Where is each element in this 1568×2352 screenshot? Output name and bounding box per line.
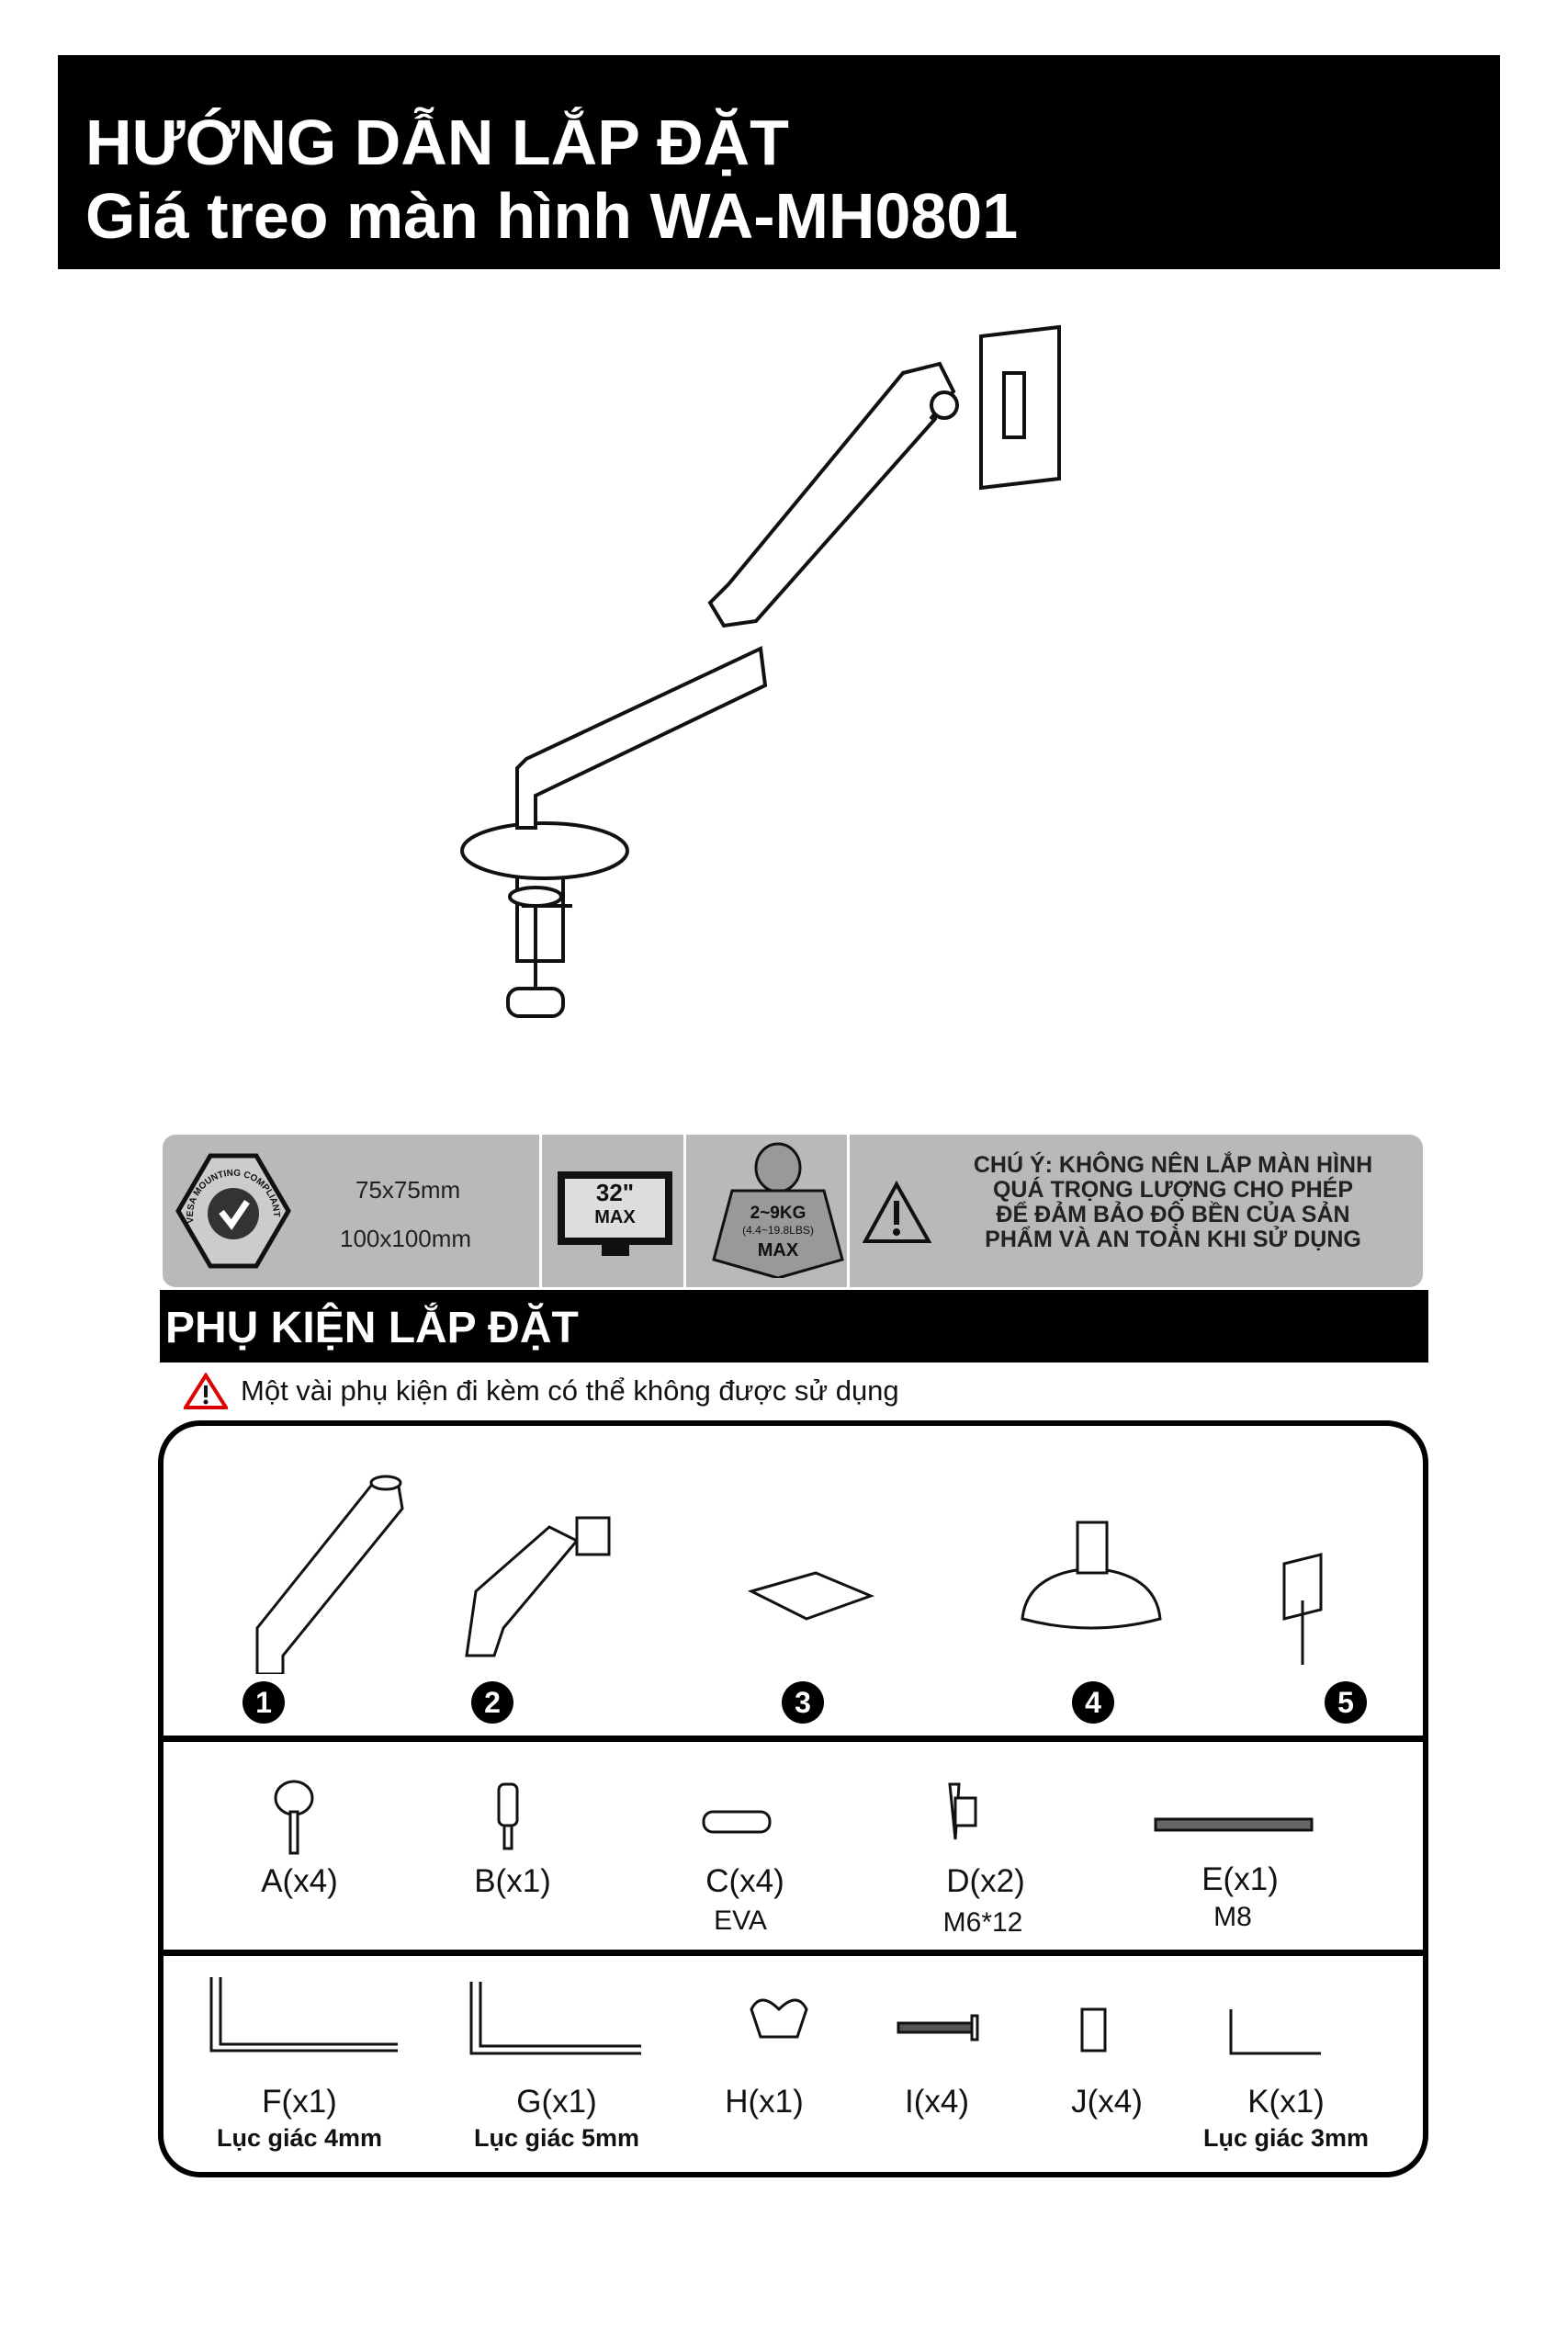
title-line-2: Giá treo màn hình WA-MH0801 <box>85 180 1019 252</box>
vesa-logo-icon: VESA MOUNTING COMPLIANT <box>175 1153 291 1269</box>
part-g-sub: Lục giác 5mm <box>473 2124 640 2152</box>
part-d-label: D(x2) <box>946 1863 1025 1899</box>
weight-lbs: (4.4~19.8LBS) <box>742 1224 814 1237</box>
divider <box>164 1950 1423 1956</box>
part-j-label: J(x4) <box>1071 2084 1143 2120</box>
part-k-label: K(x1) <box>1247 2084 1325 2120</box>
part-i-label: I(x4) <box>905 2084 969 2120</box>
part-e-sub: M8 <box>1213 1902 1252 1932</box>
part-2-gas-arm <box>465 1525 580 1657</box>
vesa-size-100: 100x100mm <box>340 1225 472 1252</box>
part-3-vesa-plate <box>747 1571 875 1621</box>
screen-size-icon: 32" MAX <box>558 1171 672 1245</box>
weight-max: MAX <box>757 1240 799 1261</box>
section-title: PHỤ KIỆN LẮP ĐẶT <box>165 1304 579 1352</box>
part-d-sub: M6*12 <box>942 1907 1023 1938</box>
weight-icon <box>712 1142 844 1278</box>
part-a-label: A(x4) <box>261 1863 338 1899</box>
part-e-label: E(x1) <box>1201 1861 1279 1897</box>
divider <box>164 1736 1423 1742</box>
part-number-1: 1 <box>243 1681 285 1724</box>
part-k-sub: Lục giác 3mm <box>1202 2124 1370 2152</box>
overload-warning: CHÚ Ý: KHÔNG NÊN LẮP MÀN HÌNH QUÁ TRỌNG … <box>973 1152 1373 1252</box>
note-text: Một vài phụ kiện đi kèm có thể không đượ… <box>241 1374 899 1407</box>
part-number-2: 2 <box>471 1681 513 1724</box>
title-banner: HƯỚNG DẪN LẮP ĐẶT Giá treo màn hình WA-M… <box>58 55 1500 269</box>
part-g-label: G(x1) <box>516 2084 597 2120</box>
spec-bar: VESA MOUNTING COMPLIANT 75x75mm 100x100m… <box>163 1135 1423 1287</box>
warning-triangle-icon <box>863 1181 931 1243</box>
part-c-label: C(x4) <box>705 1863 784 1899</box>
part-c-sub: EVA <box>714 1905 767 1936</box>
screen-max: MAX <box>594 1207 636 1227</box>
vesa-size-75: 75x75mm <box>355 1176 461 1204</box>
screen-size: 32" <box>595 1179 635 1206</box>
part-number-3: 3 <box>782 1681 824 1724</box>
accessory-note: Một vài phụ kiện đi kèm có thể không đượ… <box>184 1373 899 1409</box>
weight-range: 2~9KG <box>750 1204 807 1223</box>
part-f-sub: Lục giác 4mm <box>216 2124 383 2152</box>
part-1-arm <box>255 1479 404 1674</box>
part-4-base <box>1021 1566 1162 1630</box>
part-b-label: B(x1) <box>474 1863 551 1899</box>
hardware-illustrations <box>274 1780 1314 1855</box>
part-number-5: 5 <box>1325 1681 1367 1724</box>
monitor-arm-illustration <box>460 324 1061 1018</box>
main-parts-illustrations <box>255 1475 1323 1674</box>
tool-illustrations <box>209 1977 1321 2055</box>
part-h-label: H(x1) <box>725 2084 804 2120</box>
red-warning-icon <box>184 1373 228 1409</box>
section-header: PHỤ KIỆN LẮP ĐẶT <box>160 1290 1428 1363</box>
title-line-1: HƯỚNG DẪN LẮP ĐẶT <box>85 107 789 178</box>
part-f-label: F(x1) <box>262 2084 337 2120</box>
part-5-clamp <box>1282 1553 1323 1621</box>
part-number-4: 4 <box>1072 1681 1114 1724</box>
parts-box: 1 2 3 4 5 A(x4) B(x1) C(x4) EVA D(x2) M6… <box>158 1420 1428 2177</box>
